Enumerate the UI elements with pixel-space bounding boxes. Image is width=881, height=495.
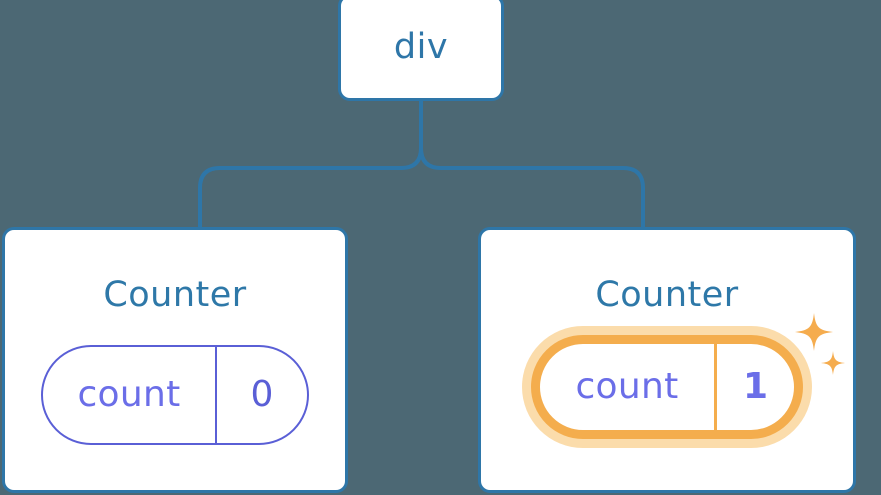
sparkle-four-point-small-icon [821,351,845,375]
node-counter-left[interactable]: Counter count 0 [2,227,348,493]
root-node-label: div [393,27,449,67]
node-root-div[interactable]: div [338,0,504,101]
state-value: 0 [215,347,307,443]
state-value: 1 [714,344,794,430]
component-title: Counter [103,275,247,315]
state-pill-wrapper: count 1 [531,313,845,439]
node-counter-right[interactable]: Counter count 1 [478,227,856,493]
sparkle-four-point-icon [795,313,833,351]
state-key: count [77,374,181,415]
state-pill[interactable]: count 0 [41,345,309,445]
component-title: Counter [595,275,739,315]
state-pill-highlighted[interactable]: count 1 [531,335,803,439]
state-key: count [575,366,679,407]
state-pill-wrapper: count 0 [41,345,309,445]
